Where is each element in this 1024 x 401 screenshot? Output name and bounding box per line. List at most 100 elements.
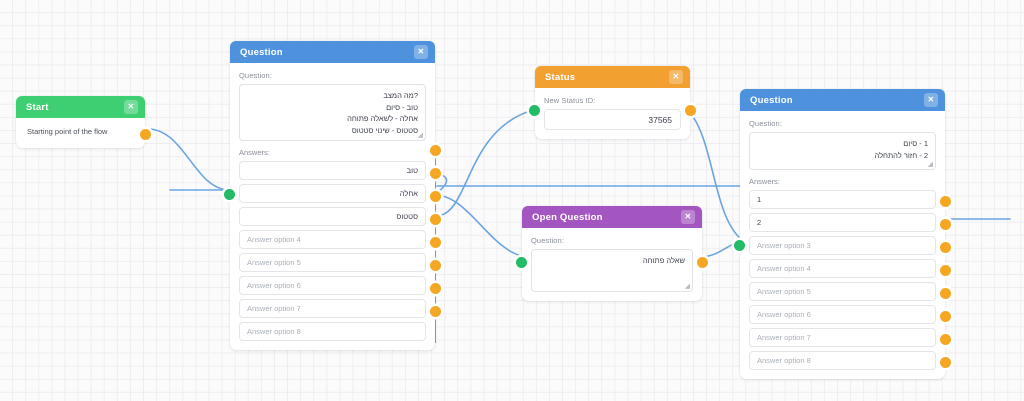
answer-row[interactable]: טוב — [239, 161, 426, 180]
node-status-title: Status — [545, 71, 576, 83]
answer-row[interactable]: Answer option 6 — [749, 305, 936, 324]
edge-start-out-to-question1-in — [149, 128, 229, 191]
answer-value: 1 — [757, 195, 762, 204]
answer-row[interactable]: Answer option 5 — [239, 253, 426, 272]
port-out-answer-7[interactable] — [430, 306, 441, 317]
question-label: Question: — [531, 236, 565, 245]
node-status[interactable]: Status ✕ New Status ID: 37565 — [529, 66, 696, 139]
node-question-1[interactable]: Question ✕ Question: ?מה המצב טוב - סיום… — [224, 41, 441, 350]
port-in-status[interactable] — [529, 105, 540, 116]
port-in-question-2[interactable] — [734, 240, 745, 251]
port-out-answer-2[interactable] — [430, 191, 441, 202]
answer-placeholder: Answer option 6 — [247, 281, 301, 290]
question-label: Question: — [749, 119, 783, 128]
node-open-question-header[interactable]: Open Question ✕ — [522, 206, 702, 228]
node-question-2-body: Question: 1 - סיום 2 - חזור להתחלה ◢ Ans… — [740, 111, 945, 379]
question-text: ?מה המצב טוב - סיום אחלה - לשאלה פתוחה ס… — [347, 91, 418, 135]
port-out-answer-6[interactable] — [430, 283, 441, 294]
answer-row[interactable]: 1 — [749, 190, 936, 209]
answer-placeholder: Answer option 5 — [757, 287, 811, 296]
node-question-2-title: Question — [750, 94, 793, 106]
answer-row[interactable]: Answer option 4 — [749, 259, 936, 278]
close-icon[interactable]: ✕ — [681, 210, 695, 224]
answer-placeholder: Answer option 4 — [247, 235, 301, 244]
answers-label: Answers: — [239, 148, 270, 157]
port-out-answer-5[interactable] — [940, 288, 951, 299]
close-icon[interactable]: ✕ — [124, 100, 138, 114]
answer-row[interactable]: Answer option 7 — [749, 328, 936, 347]
question-textarea[interactable]: 1 - סיום 2 - חזור להתחלה ◢ — [749, 132, 936, 170]
resize-grip-icon[interactable]: ◢ — [927, 161, 933, 168]
status-id-input[interactable]: 37565 — [544, 109, 681, 130]
answer-row[interactable]: Answer option 6 — [239, 276, 426, 295]
answer-placeholder: Answer option 8 — [247, 327, 301, 336]
answer-row[interactable]: Answer option 4 — [239, 230, 426, 249]
status-id-label: New Status ID: — [544, 96, 596, 105]
port-out-status[interactable] — [685, 105, 696, 116]
port-out-question-1-textarea[interactable] — [430, 145, 441, 156]
answer-placeholder: Answer option 6 — [757, 310, 811, 319]
answer-placeholder: Answer option 5 — [247, 258, 301, 267]
port-out-answer-6[interactable] — [940, 311, 951, 322]
close-icon[interactable]: ✕ — [414, 45, 428, 59]
port-out-answer-8[interactable] — [940, 357, 951, 368]
answer-row[interactable]: Answer option 7 — [239, 299, 426, 318]
edge-question1-ans3-up-to-status-in — [436, 109, 534, 217]
node-question-2-header[interactable]: Question ✕ — [740, 89, 945, 111]
node-open-question-title: Open Question — [532, 211, 603, 223]
node-status-header[interactable]: Status ✕ — [535, 66, 690, 88]
node-start-body: Starting point of the flow — [16, 118, 145, 148]
answer-value: טוב — [406, 166, 418, 175]
port-in-question-1[interactable] — [224, 189, 235, 200]
port-out-answer-5[interactable] — [430, 260, 441, 271]
start-description: Starting point of the flow — [27, 127, 108, 136]
answer-value: סטטוס — [396, 212, 418, 221]
open-question-textarea[interactable]: שאלה פתוחה ◢ — [531, 249, 693, 292]
answer-row[interactable]: Answer option 3 — [749, 236, 936, 255]
node-status-body: New Status ID: 37565 — [535, 88, 690, 139]
answers-label: Answers: — [749, 177, 780, 186]
resize-grip-icon[interactable]: ◢ — [417, 132, 423, 139]
node-open-question-body: Question: שאלה פתוחה ◢ — [522, 228, 702, 301]
question-textarea[interactable]: ?מה המצב טוב - סיום אחלה - לשאלה פתוחה ס… — [239, 84, 426, 141]
port-in-open-question[interactable] — [516, 257, 527, 268]
node-start-title: Start — [26, 101, 49, 113]
port-out-open-question[interactable] — [697, 257, 708, 268]
close-icon[interactable]: ✕ — [924, 93, 938, 107]
answer-placeholder: Answer option 3 — [757, 241, 811, 250]
answer-value: אחלה — [399, 189, 418, 198]
port-out-answer-1[interactable] — [430, 168, 441, 179]
port-out-answer-1[interactable] — [940, 196, 951, 207]
answer-placeholder: Answer option 8 — [757, 356, 811, 365]
answer-row[interactable]: Answer option 8 — [749, 351, 936, 370]
node-start-header[interactable]: Start ✕ — [16, 96, 145, 118]
question-label: Question: — [239, 71, 273, 80]
close-icon[interactable]: ✕ — [669, 70, 683, 84]
node-question-1-body: Question: ?מה המצב טוב - סיום אחלה - לשא… — [230, 63, 435, 350]
answer-row[interactable]: Answer option 8 — [239, 322, 426, 341]
node-question-1-header[interactable]: Question ✕ — [230, 41, 435, 63]
edge-question1-ans2-to-openquestion-in — [436, 194, 526, 258]
answer-placeholder: Answer option 4 — [757, 264, 811, 273]
answer-row[interactable]: 2 — [749, 213, 936, 232]
node-start[interactable]: Start ✕ Starting point of the flow — [16, 96, 151, 148]
open-question-text: שאלה פתוחה — [642, 256, 685, 265]
answer-row[interactable]: אחלה — [239, 184, 426, 203]
port-out-answer-2[interactable] — [940, 219, 951, 230]
port-out-answer-3[interactable] — [940, 242, 951, 253]
answer-placeholder: Answer option 7 — [247, 304, 301, 313]
port-out-answer-3[interactable] — [430, 214, 441, 225]
port-out-answer-7[interactable] — [940, 334, 951, 345]
answer-row[interactable]: סטטוס — [239, 207, 426, 226]
port-out-start[interactable] — [140, 129, 151, 140]
answer-placeholder: Answer option 7 — [757, 333, 811, 342]
resize-grip-icon[interactable]: ◢ — [684, 283, 690, 290]
status-id-value: 37565 — [648, 114, 672, 125]
node-open-question[interactable]: Open Question ✕ Question: שאלה פתוחה ◢ — [516, 206, 708, 301]
port-out-answer-4[interactable] — [430, 237, 441, 248]
node-question-2[interactable]: Question ✕ Question: 1 - סיום 2 - חזור ל… — [734, 89, 951, 379]
port-out-answer-4[interactable] — [940, 265, 951, 276]
question-text: 1 - סיום 2 - חזור להתחלה — [874, 139, 928, 160]
answer-row[interactable]: Answer option 5 — [749, 282, 936, 301]
